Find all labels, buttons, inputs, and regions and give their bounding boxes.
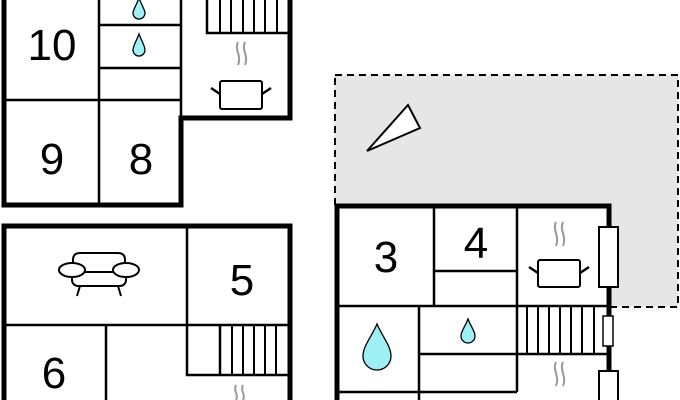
window [602,315,614,347]
stairs [526,306,595,354]
room-10-label: 10 [28,21,77,70]
steam-icon [234,384,245,400]
water-drop-icon [132,32,146,57]
room-8-label: 8 [129,135,153,184]
room-5-label: 5 [230,256,254,305]
stove-icon [210,41,272,110]
block-top-left: 10 9 8 [1,0,293,208]
block-right: 3 4 [334,203,619,400]
stairs [205,0,288,35]
water-drop-icon [460,317,476,344]
stove-icon [528,221,590,288]
room-9-label: 9 [40,135,64,184]
water-drop-icon [132,0,146,20]
armchair-icon [58,252,140,297]
steam-icon [553,361,566,387]
window [598,226,619,288]
room-6-label: 6 [42,349,66,398]
window [598,370,619,400]
room-3-label: 3 [374,233,398,282]
north-arrow-icon [366,103,422,152]
stairs [218,325,277,375]
block-bottom-left: 5 6 [1,223,293,400]
terrace-area [334,74,679,308]
room-4-label: 4 [464,219,488,268]
water-drop-icon [362,322,392,371]
